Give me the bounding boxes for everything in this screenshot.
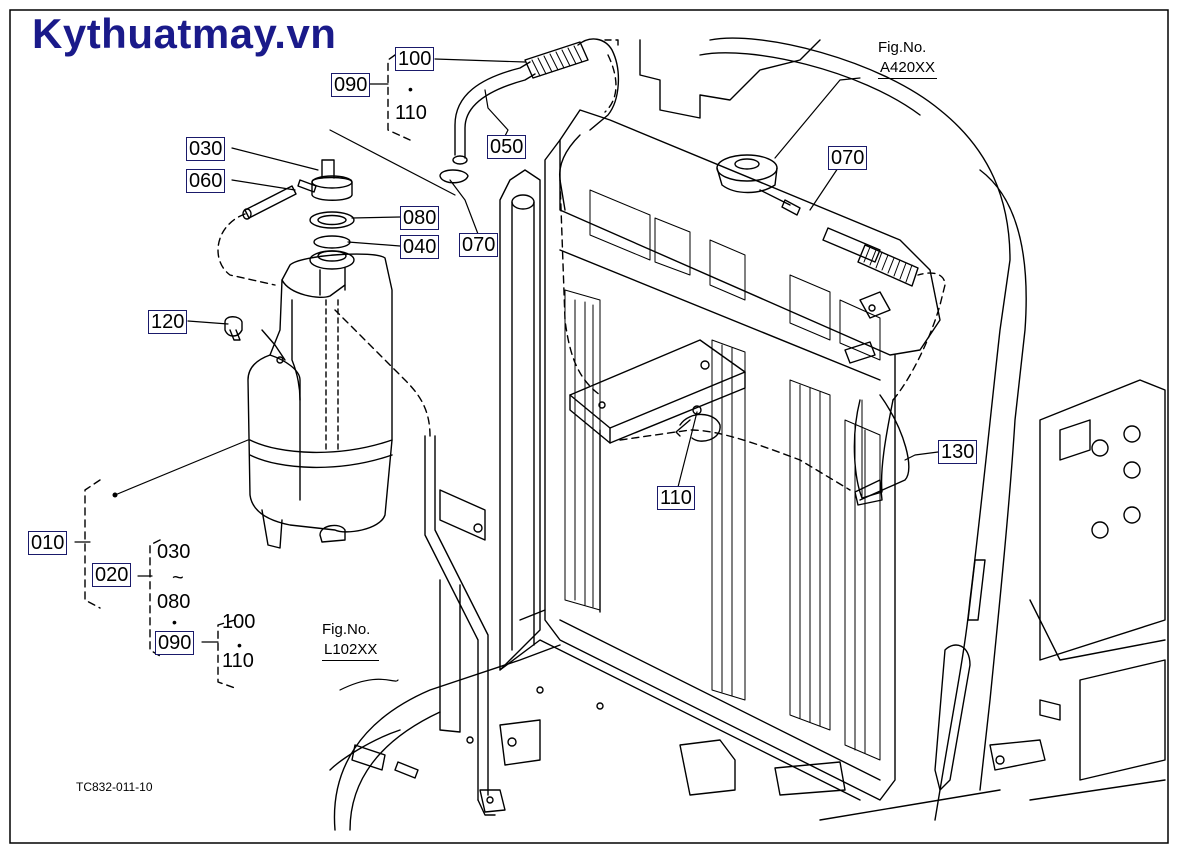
drawing-frame — [9, 9, 1169, 844]
operator-platform — [329, 644, 846, 831]
fig-ref-code: A420XX — [878, 58, 938, 79]
tree-dot-2: • — [237, 637, 242, 653]
drawing-code: TC832-011-10 — [76, 780, 153, 794]
fig-ref-l102: Fig.No. L102XX — [322, 620, 380, 661]
callout-110-mid: 110 — [657, 486, 695, 510]
fig-ref-code: L102XX — [322, 640, 380, 661]
watermark-logo: Kythuatmay.vn — [32, 10, 337, 57]
callout-100: 100 — [395, 47, 435, 71]
tree-030: 030 — [157, 541, 191, 563]
fig-ref-a420: Fig.No. A420XX — [878, 38, 938, 79]
callout-070-right: 070 — [828, 146, 868, 170]
reserve-tank — [224, 159, 393, 549]
callout-010: 010 — [28, 531, 68, 555]
callout-070-left: 070 — [459, 233, 499, 257]
callout-130: 130 — [938, 440, 978, 464]
callout-110-top: 110 — [395, 102, 427, 124]
callout-090: 090 — [331, 73, 371, 97]
tree-080: 080 — [157, 591, 191, 613]
fig-ref-title: Fig.No. — [322, 621, 371, 638]
callout-020: 020 — [92, 563, 132, 587]
radiator — [499, 109, 941, 801]
tree-090: 090 — [155, 631, 195, 655]
fig-ref-title: Fig.No. — [878, 39, 927, 56]
tree-dot-top: • — [408, 81, 413, 97]
callout-040: 040 — [400, 235, 440, 259]
callout-030: 030 — [186, 137, 226, 161]
hose-050 — [439, 38, 620, 211]
tree-110: 110 — [222, 650, 254, 672]
tree-dot-1: • — [172, 614, 177, 630]
hose-routes-dashed — [84, 39, 946, 689]
callout-050: 050 — [487, 135, 527, 159]
callout-060: 060 — [186, 169, 226, 193]
tree-tilde: ~ — [172, 567, 184, 589]
tree-100: 100 — [222, 611, 256, 633]
callout-080: 080 — [400, 206, 440, 230]
overflow-pipe — [424, 435, 496, 816]
callout-120: 120 — [148, 310, 188, 334]
engine-cover — [639, 37, 1166, 821]
